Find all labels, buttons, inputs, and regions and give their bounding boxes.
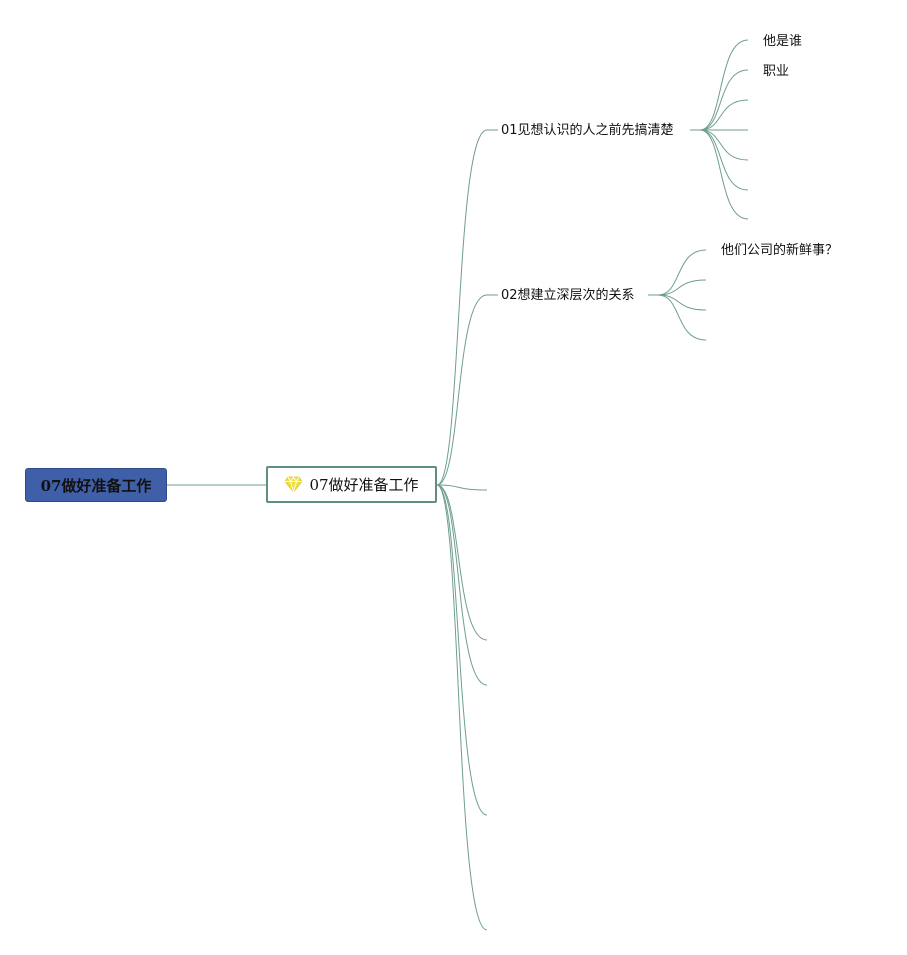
- subtopic-connector-2-2: [657, 279, 707, 296]
- subtopic-1-2[interactable]: 职业: [763, 64, 790, 79]
- central-topic-label: 07做好准备工作: [309, 476, 419, 494]
- subtopic-connector-2-3: [657, 294, 707, 311]
- subtopic-connector-2-1: [657, 249, 707, 296]
- branch-connector-3: [436, 484, 488, 491]
- branch-connector-2: [436, 294, 488, 486]
- branch-connector-4: [436, 484, 488, 641]
- branch-connector-7: [436, 484, 488, 931]
- branch-connector-1: [436, 129, 488, 486]
- branch-connector-5: [436, 484, 488, 686]
- root-label: 07做好准备工作: [40, 476, 152, 495]
- subtopic-2-1[interactable]: 他们公司的新鲜事？: [721, 243, 839, 258]
- subtopic-connector-1-5: [699, 129, 749, 161]
- branch-topic-1[interactable]: 01见想认识的人之前先搞清楚: [501, 123, 674, 138]
- central-topic-node[interactable]: 07做好准备工作: [266, 466, 437, 503]
- subtopic-connector-2-4: [657, 294, 707, 341]
- branch-connector-6: [436, 484, 488, 816]
- subtopic-connector-1-6: [699, 129, 749, 191]
- root-node[interactable]: 07做好准备工作: [25, 468, 167, 502]
- subtopic-connector-1-1: [699, 39, 749, 131]
- diamond-icon: [284, 476, 303, 493]
- subtopic-connector-1-7: [699, 129, 749, 220]
- subtopic-connector-1-2: [699, 69, 749, 131]
- branch-topic-2[interactable]: 02想建立深层次的关系: [501, 288, 635, 303]
- subtopic-connector-1-3: [699, 99, 749, 131]
- subtopic-1-1[interactable]: 他是谁: [763, 34, 803, 49]
